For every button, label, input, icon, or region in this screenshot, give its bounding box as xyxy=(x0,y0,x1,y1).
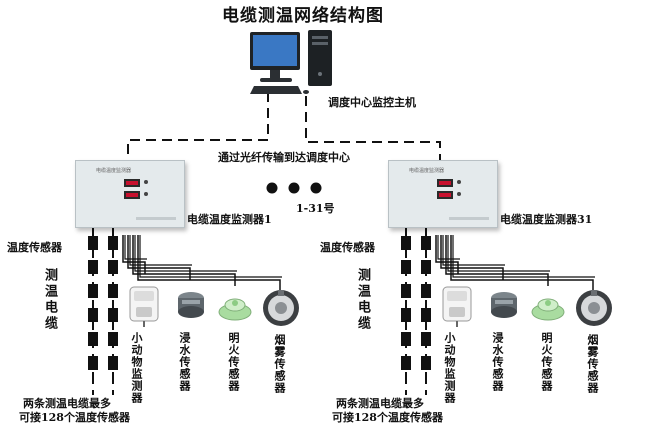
sensor-wire xyxy=(137,235,281,292)
sensor-label: 小动物监测器 xyxy=(443,332,456,404)
sensor-label: 明火传感器 xyxy=(540,332,553,392)
small-animal-detector-icon xyxy=(127,285,161,333)
water-immersion-sensor-icon xyxy=(174,288,208,326)
computer-icon xyxy=(250,30,332,94)
sensor-label: 浸水传感器 xyxy=(491,332,504,392)
sensor-label: 烟雾传感器 xyxy=(586,334,599,394)
fiber-link-right xyxy=(305,96,441,160)
host-label: 调度中心监控主机 xyxy=(328,96,416,109)
temperature-cable-label: 测温电缆 xyxy=(355,268,370,332)
sensor-wire xyxy=(129,235,192,266)
ellipsis-dot xyxy=(288,182,300,194)
led-display xyxy=(437,191,453,199)
monitor-footer-strip xyxy=(136,217,176,220)
small-animal-detector-icon xyxy=(440,285,474,333)
led-display xyxy=(124,191,140,199)
ellipsis-dot xyxy=(266,182,278,194)
temperature-sensor-block xyxy=(88,356,98,370)
fiber-link-left xyxy=(127,92,269,160)
temperature-sensor-block xyxy=(421,260,431,274)
temperature-sensor-block xyxy=(88,284,98,298)
sensor-wire xyxy=(139,235,282,278)
smoke-sensor-icon xyxy=(261,288,301,332)
temperature-sensor-block xyxy=(421,284,431,298)
temperature-sensor-block xyxy=(88,260,98,274)
diagram-title: 电缆测温网络结构图 xyxy=(222,6,384,26)
monitor-panel-text: 电缆温度监测器 xyxy=(96,168,132,174)
monitor-panel-text: 电缆温度监测器 xyxy=(409,168,445,174)
status-indicator xyxy=(144,192,148,196)
temperature-sensor-block xyxy=(88,236,98,250)
temperature-sensor-block xyxy=(108,356,118,370)
water-immersion-sensor-icon xyxy=(487,288,521,326)
temperature-sensor-block xyxy=(421,332,431,346)
temperature-sensor-block xyxy=(401,332,411,346)
temperature-sensor-label: 温度传感器 xyxy=(7,241,62,254)
range-label: 1-31号 xyxy=(296,202,335,215)
cable-capacity-note-line1: 两条测温电缆最多 xyxy=(23,397,111,410)
temperature-sensor-block xyxy=(421,356,431,370)
temperature-sensor-block xyxy=(421,236,431,250)
monitor-name-label: 电缆温度监测器31 xyxy=(500,213,593,226)
temperature-sensor-block xyxy=(108,308,118,322)
status-indicator xyxy=(144,180,148,184)
temperature-sensor-block xyxy=(401,284,411,298)
sensor-wire xyxy=(447,235,550,272)
temperature-sensor-label: 温度传感器 xyxy=(320,241,375,254)
ellipsis-dot xyxy=(310,182,322,194)
led-display xyxy=(437,179,453,187)
monitor-name-label: 电缆温度监测器1 xyxy=(187,213,272,226)
cable-capacity-note-line2: 可接128个温度传感器 xyxy=(19,411,130,424)
temperature-sensor-block xyxy=(88,332,98,346)
fiber-label: 通过光纤传输到达调度中心 xyxy=(218,151,350,164)
temperature-sensor-block xyxy=(401,308,411,322)
flame-sensor-icon xyxy=(217,292,253,326)
sensor-label: 明火传感器 xyxy=(227,332,240,392)
sensor-wire xyxy=(450,235,594,292)
temperature-sensor-block xyxy=(108,332,118,346)
sensor-label: 烟雾传感器 xyxy=(273,334,286,394)
temperature-monitor-box: 电缆温度监测器 xyxy=(388,160,498,228)
led-display xyxy=(124,179,140,187)
temperature-sensor-block xyxy=(401,356,411,370)
temperature-sensor-block xyxy=(108,260,118,274)
temperature-sensor-block xyxy=(108,236,118,250)
temperature-sensor-block xyxy=(421,308,431,322)
sensor-label: 浸水传感器 xyxy=(178,332,191,392)
temperature-cable-label: 测温电缆 xyxy=(42,268,57,332)
sensor-wire xyxy=(445,235,549,286)
smoke-sensor-icon xyxy=(574,288,614,332)
temperature-sensor-block xyxy=(401,260,411,274)
sensor-wire xyxy=(452,235,595,278)
temperature-sensor-block xyxy=(401,236,411,250)
temperature-sensor-block xyxy=(108,284,118,298)
sensor-wire xyxy=(442,235,505,266)
flame-sensor-icon xyxy=(530,292,566,326)
sensor-label: 小动物监测器 xyxy=(130,332,143,404)
cable-capacity-note-line2: 可接128个温度传感器 xyxy=(332,411,443,424)
temperature-monitor-box: 电缆温度监测器 xyxy=(75,160,185,228)
host-computer xyxy=(250,30,340,98)
cable-capacity-note-line1: 两条测温电缆最多 xyxy=(336,397,424,410)
sensor-wire xyxy=(134,235,237,272)
temperature-sensor-block xyxy=(88,308,98,322)
status-indicator xyxy=(457,192,461,196)
status-indicator xyxy=(457,180,461,184)
monitor-footer-strip xyxy=(449,217,489,220)
